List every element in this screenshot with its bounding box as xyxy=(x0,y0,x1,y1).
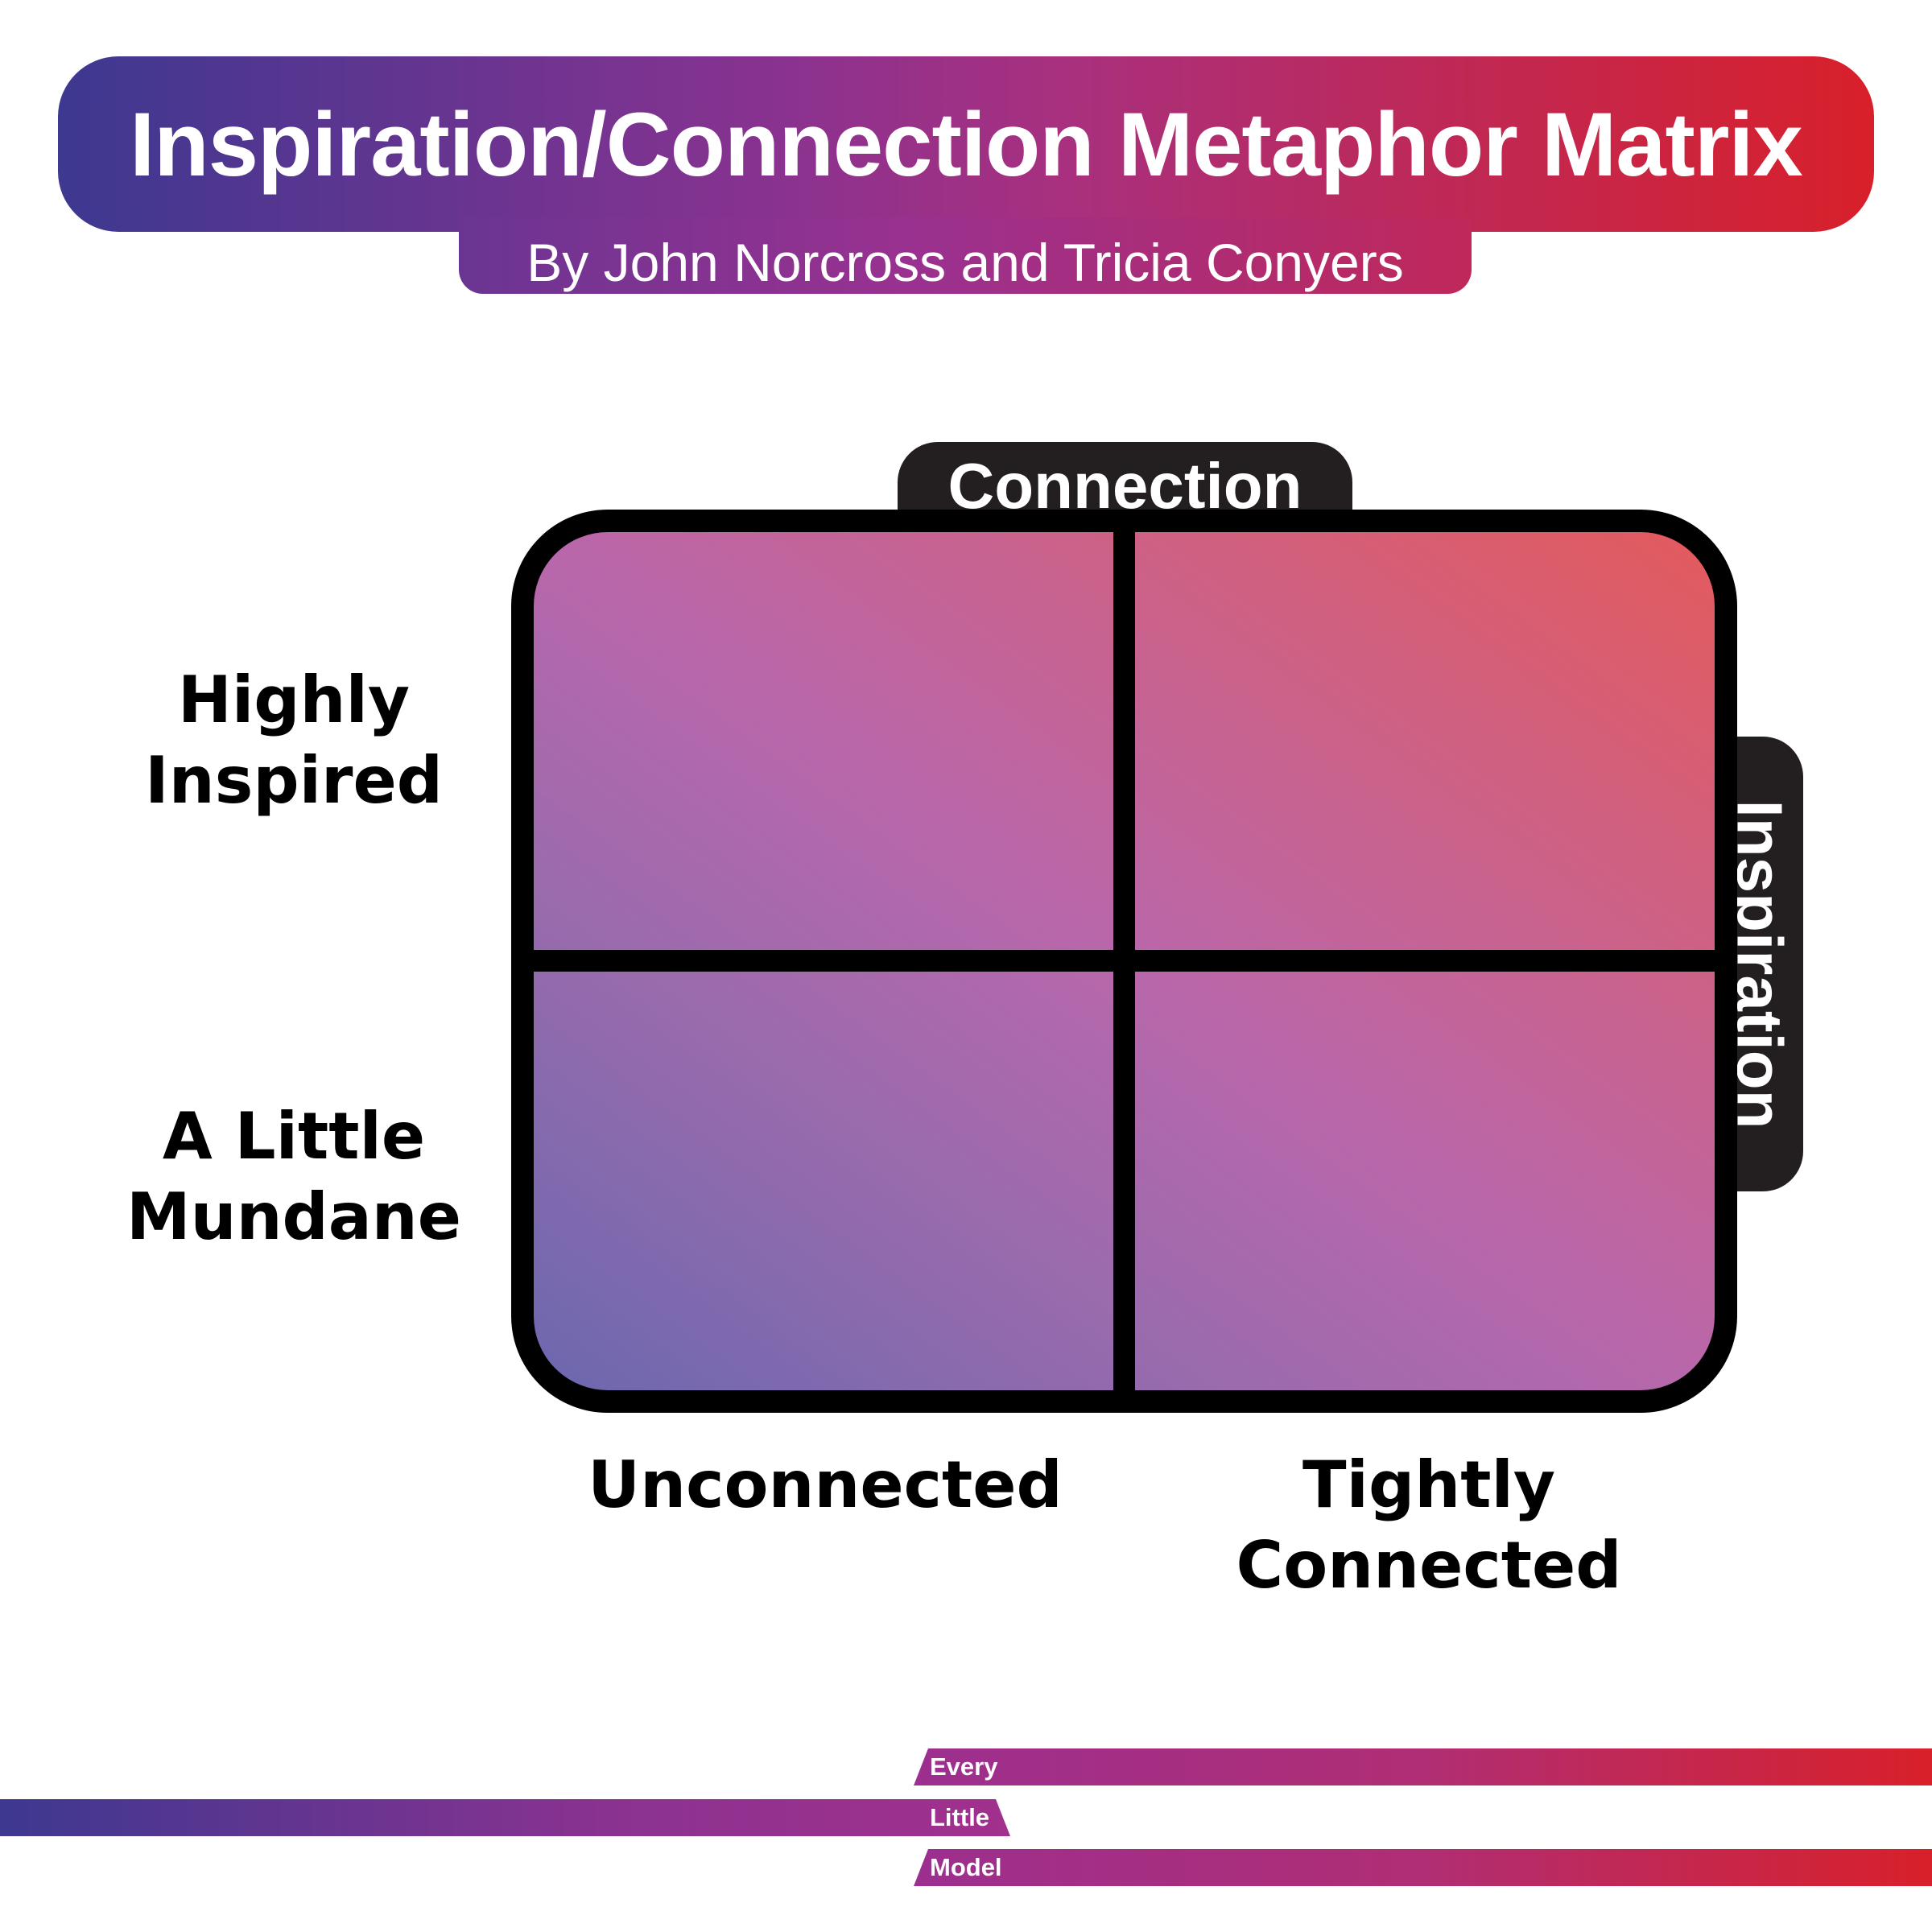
y-label-a-little-mundane: A Little Mundane xyxy=(97,1096,491,1257)
quadrant-top-right xyxy=(1125,532,1715,961)
logo-bar-model: Model xyxy=(914,1849,1932,1886)
x-label-tightly-connected: Tightly Connected xyxy=(1167,1445,1690,1606)
quadrant-bottom-right xyxy=(1125,961,1715,1390)
y-label-line: Inspired xyxy=(145,743,443,818)
logo-bar-little: Little xyxy=(0,1799,1010,1836)
title-banner xyxy=(58,56,1874,232)
subtitle: By John Norcross and Tricia Conyers xyxy=(459,217,1472,294)
logo-word: Little xyxy=(930,1803,990,1831)
y-label-line: Highly xyxy=(177,663,411,737)
y-label-line: A Little xyxy=(162,1099,426,1174)
subtitle-text: By John Norcross and Tricia Conyers xyxy=(526,232,1404,292)
horizontal-divider xyxy=(515,950,1735,972)
x-label-line: Connected xyxy=(1236,1528,1622,1603)
quadrant-top-left xyxy=(534,532,1125,961)
x-label-line: Tightly xyxy=(1302,1447,1556,1522)
logo-word: Every xyxy=(930,1752,998,1781)
logo-word: Model xyxy=(930,1853,1002,1881)
y-label-highly-inspired: Highly Inspired xyxy=(97,660,491,821)
page-title: Inspiration/Connection Metaphor Matrix xyxy=(130,93,1803,195)
logo-bar-every: Every xyxy=(914,1748,1932,1785)
x-label-line: Unconnected xyxy=(588,1447,1063,1522)
x-label-unconnected: Unconnected xyxy=(564,1445,1087,1525)
quadrant-bottom-left xyxy=(534,961,1125,1390)
y-label-line: Mundane xyxy=(126,1179,461,1254)
